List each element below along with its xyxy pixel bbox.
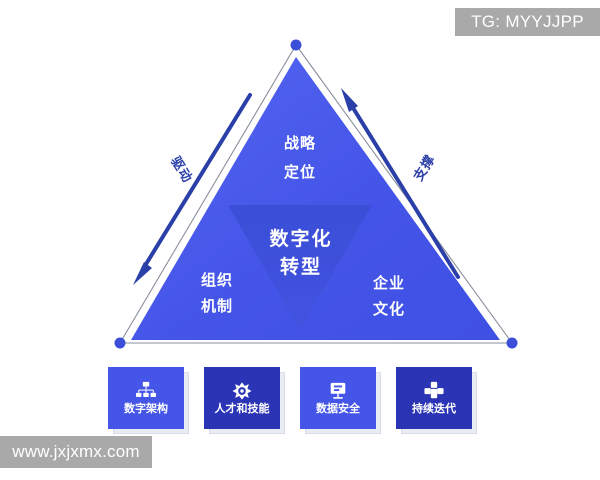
watermark-bottom-left: www.jxjxmx.com: [0, 436, 152, 468]
card-label: 数据安全: [316, 403, 360, 415]
bottom-right-dot: [506, 337, 518, 349]
card-label: 人才和技能: [214, 403, 270, 415]
card-body[interactable]: 数字架构: [108, 367, 184, 429]
watermark-top-right: TG: MYYJJPP: [455, 8, 600, 36]
right-arrow-label: 支撑: [410, 152, 438, 185]
card-label: 数字架构: [124, 403, 168, 415]
pillar-card-row: 数字架构 人才和技能: [108, 367, 512, 434]
bottom-left-label-line1: 组织: [201, 271, 233, 289]
triangle-fill: [131, 57, 500, 340]
left-arrow: 驱动: [133, 93, 252, 285]
card-body[interactable]: 数据安全: [300, 367, 376, 429]
pillar-card-data-security[interactable]: 数据安全: [300, 367, 381, 434]
apex-label-line1: 战略: [284, 134, 316, 152]
inner-inverted-triangle: [228, 205, 372, 330]
card-body[interactable]: 人才和技能: [204, 367, 280, 429]
pillar-card-continuous-iteration[interactable]: 持续迭代: [396, 367, 477, 434]
left-arrow-label: 驱动: [168, 154, 196, 186]
puzzle-blocks-icon: [424, 381, 444, 399]
bottom-right-label-line1: 企业: [372, 274, 405, 292]
bottom-right-label-line2: 文化: [373, 300, 405, 318]
pillar-card-digital-architecture[interactable]: 数字架构: [108, 367, 189, 434]
org-chart-icon: [136, 381, 156, 397]
center-label-line1: 数字化: [269, 227, 332, 250]
card-label: 持续迭代: [412, 403, 456, 415]
triangle-outline: [119, 43, 514, 344]
target-compass-icon: [232, 382, 252, 400]
apex-label-line2: 定位: [284, 163, 316, 181]
center-label-line2: 转型: [280, 255, 322, 278]
apex-dot: [290, 39, 302, 51]
bottom-left-label-line2: 机制: [201, 297, 233, 315]
bottom-left-dot: [114, 337, 126, 349]
card-body[interactable]: 持续迭代: [396, 367, 472, 429]
monitor-shield-icon: [330, 382, 346, 399]
pillar-card-talent-skills[interactable]: 人才和技能: [204, 367, 285, 434]
